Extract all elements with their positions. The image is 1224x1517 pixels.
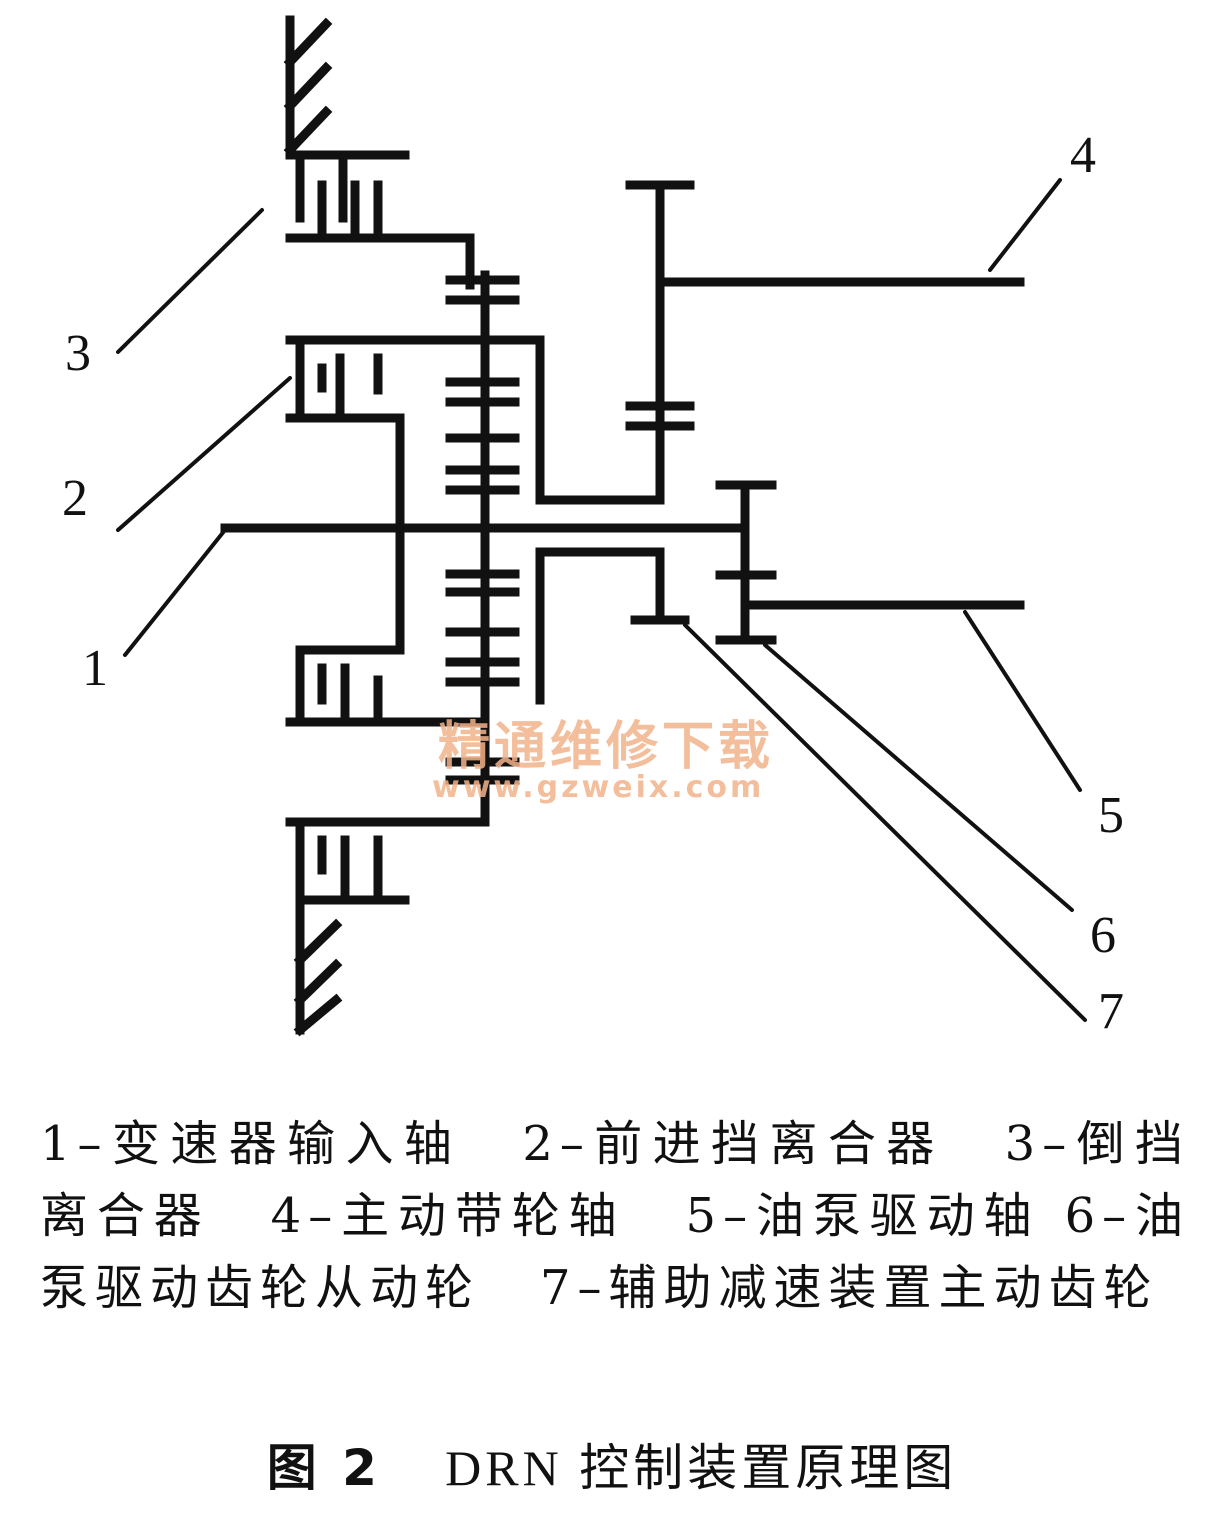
auxiliary-drive-gear — [535, 547, 690, 705]
leader-line-2 — [116, 376, 292, 532]
reverse-clutch — [285, 150, 475, 290]
oil-pump-drive-shaft — [715, 480, 1025, 645]
label-7: 7 — [1098, 983, 1124, 1040]
watermark-url: www.gzweix.com — [432, 770, 764, 805]
label-5: 5 — [1098, 787, 1124, 844]
legend-item-6: 6–油泵驱动齿轮从动轮 — [40, 1188, 1191, 1316]
caption-prefix: 图 2 — [266, 1439, 381, 1497]
legend-item-4: 4–主动带轮轴 — [270, 1188, 626, 1244]
label-4: 4 — [1070, 127, 1096, 184]
leader-line-5 — [963, 610, 1082, 792]
caption-title: DRN 控制装置原理图 — [445, 1440, 958, 1496]
legend-item-3: 3–倒挡离合器 — [40, 1116, 1190, 1244]
figure-caption: 图 2 DRN 控制装置原理图 — [0, 1428, 1224, 1500]
label-1: 1 — [82, 640, 108, 697]
lower-brake — [285, 645, 490, 905]
mechanism-diagram: 1 2 3 4 5 6 7 精通维修下载 www.gzweix.com — [62, 15, 1124, 1040]
legend-item-7: 7–辅助减速装置主动齿轮 — [540, 1260, 1159, 1316]
leader-line-4 — [988, 178, 1062, 272]
carrier-drum — [535, 335, 665, 505]
forward-clutch — [285, 335, 545, 655]
leader-line-3 — [116, 208, 264, 354]
bottom-ground — [293, 895, 343, 1037]
legend-item-1: 1–变速器输入轴 — [40, 1116, 463, 1172]
leader-line-6 — [763, 643, 1074, 912]
leader-line-7 — [683, 623, 1087, 1022]
watermark-text: 精通维修下载 — [438, 717, 774, 777]
label-6: 6 — [1090, 907, 1116, 964]
top-ground — [283, 15, 333, 160]
label-3: 3 — [65, 325, 91, 382]
legend-item-2: 2–前进挡离合器 — [522, 1116, 945, 1172]
label-2: 2 — [62, 470, 88, 527]
primary-pulley-shaft — [625, 180, 1025, 505]
leader-line-1 — [123, 528, 227, 657]
legend-item-5: 5–油泵驱动轴 — [685, 1188, 1041, 1244]
